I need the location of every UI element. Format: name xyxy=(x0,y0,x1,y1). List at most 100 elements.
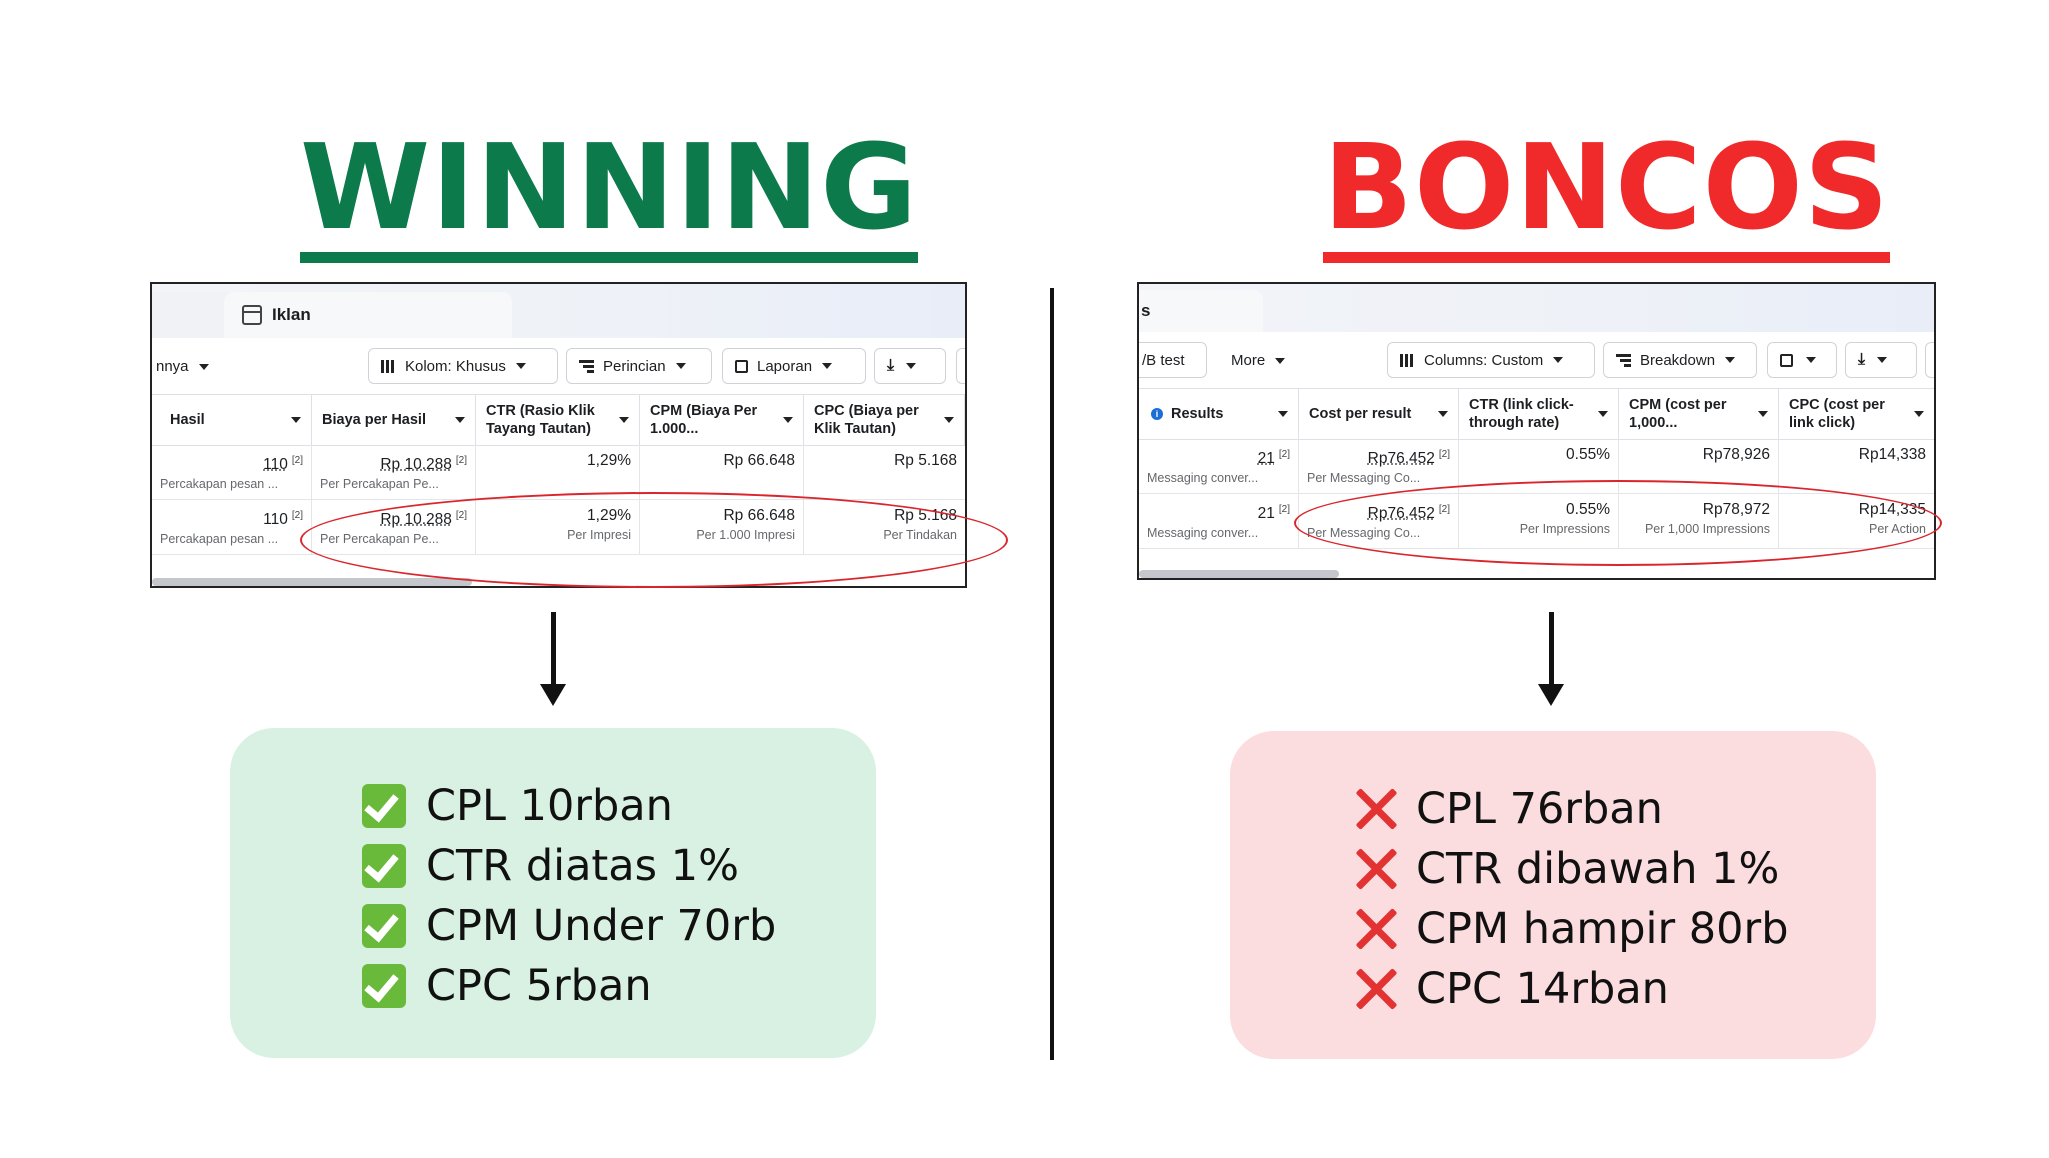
header-cost-per-result[interactable]: Cost per result xyxy=(1299,389,1459,439)
check-mark-icon xyxy=(362,964,406,1008)
reports-label: Laporan xyxy=(757,357,813,375)
boncos-point: CPL 76rban xyxy=(1230,779,1876,839)
horizontal-scrollbar[interactable] xyxy=(1139,570,1339,578)
header-ctr[interactable]: CTR (Rasio Klik Tayang Tautan) xyxy=(476,395,640,445)
header-cpm[interactable]: CPM (cost per 1,000... xyxy=(1619,389,1779,439)
cell-results: 110[2] Percakapan pesan ... xyxy=(152,445,312,499)
ab-test-button[interactable]: /B test xyxy=(1139,342,1207,378)
tab-label: Iklan xyxy=(272,305,311,324)
more-menu[interactable]: More xyxy=(1231,352,1286,369)
chevron-down-icon xyxy=(906,363,917,369)
chevron-down-icon xyxy=(822,363,833,369)
check-mark-icon xyxy=(362,844,406,888)
boncos-summary-box: CPL 76rban CTR dibawah 1% CPM hampir 80r… xyxy=(1230,731,1876,1059)
chevron-down-icon xyxy=(1806,357,1816,363)
boncos-point: CPM hampir 80rb xyxy=(1230,899,1876,959)
table-row: 21[2] Messaging conver... Rp76,452[2] Pe… xyxy=(1139,439,1934,494)
header-results[interactable]: Hasil xyxy=(152,395,312,445)
tab-bar: s xyxy=(1139,284,1934,332)
chevron-down-icon xyxy=(1914,411,1924,417)
cell-ctr: 0.55% xyxy=(1459,439,1619,493)
highlight-ellipse xyxy=(300,492,1008,588)
cell-ctr: 1,29% xyxy=(476,445,640,499)
check-mark-icon xyxy=(362,904,406,948)
winning-point: CPL 10rban xyxy=(230,776,876,836)
view-selector[interactable]: nnya xyxy=(156,358,209,375)
vertical-divider xyxy=(1050,288,1054,1060)
chevron-down-icon xyxy=(1438,411,1448,417)
winning-point: CPM Under 70rb xyxy=(230,896,876,956)
chevron-down-icon xyxy=(1725,357,1736,363)
chevron-down-icon xyxy=(1598,411,1608,417)
header-cpc[interactable]: CPC (cost per link click) xyxy=(1779,389,1934,439)
cell-results: 21[2] Messaging conver... xyxy=(1139,439,1299,493)
chevron-down-icon xyxy=(1275,357,1286,364)
header-cpm[interactable]: CPM (Biaya Per 1.000... xyxy=(640,395,804,445)
columns-icon xyxy=(1400,353,1415,367)
chevron-down-icon xyxy=(1553,357,1564,363)
breakdown-button[interactable]: Perincian xyxy=(566,348,712,384)
tab-current[interactable]: s xyxy=(1139,290,1263,332)
header-cpc[interactable]: CPC (Biaya per Klik Tautan) xyxy=(804,395,965,445)
ab-test-label: /B test xyxy=(1142,351,1185,369)
chevron-down-icon xyxy=(944,417,954,423)
winning-heading: WINNING xyxy=(300,128,919,263)
cross-mark-icon xyxy=(1354,847,1398,891)
winning-point: CTR diatas 1% xyxy=(230,836,876,896)
download-icon: ⤓ xyxy=(887,357,895,374)
columns-icon xyxy=(381,359,396,373)
horizontal-scrollbar[interactable] xyxy=(152,578,472,586)
boncos-point: CPC 14rban xyxy=(1230,959,1876,1019)
columns-label: Kolom: Khusus xyxy=(405,357,506,375)
check-mark-icon xyxy=(362,784,406,828)
tab-iklan[interactable]: Iklan xyxy=(224,292,512,338)
winning-ads-table-screenshot: Iklan nnya Kolom: Khusus Perincian Lapor… xyxy=(150,282,967,588)
columns-button[interactable]: Kolom: Khusus xyxy=(368,348,558,384)
breakdown-button[interactable]: Breakdown xyxy=(1603,342,1757,378)
cell-cpc: Rp 5.168 xyxy=(894,452,957,469)
table-header: Hasil Biaya per Hasil CTR (Rasio Klik Ta… xyxy=(152,394,965,446)
cell-results: 21[2] Messaging conver... xyxy=(1139,494,1299,548)
cross-mark-icon xyxy=(1354,907,1398,951)
toolbar: /B test More Columns: Custom Breakdown ⤓ xyxy=(1139,332,1934,388)
reports-icon xyxy=(1780,353,1793,367)
overflow-button[interactable] xyxy=(1925,342,1934,378)
winning-summary-box: CPL 10rban CTR diatas 1% CPM Under 70rb … xyxy=(230,728,876,1058)
cell-cpc: Rp14,338 xyxy=(1858,446,1926,463)
info-icon: i xyxy=(1151,408,1163,420)
cell-results: 110[2] Percakapan pesan ... xyxy=(152,500,312,554)
chevron-down-icon xyxy=(1877,357,1888,363)
cell-cpm: Rp78,926 xyxy=(1619,439,1779,493)
boncos-point: CTR dibawah 1% xyxy=(1230,839,1876,899)
header-cost-per-result[interactable]: Biaya per Hasil xyxy=(312,395,476,445)
breakdown-icon xyxy=(1616,353,1631,367)
columns-button[interactable]: Columns: Custom xyxy=(1387,342,1595,378)
breakdown-label: Perincian xyxy=(603,357,666,375)
export-button[interactable]: ⤓ xyxy=(874,348,946,384)
highlight-ellipse xyxy=(1294,480,1942,566)
view-selector-label: nnya xyxy=(156,358,189,375)
reports-button[interactable] xyxy=(1767,342,1837,378)
more-button[interactable] xyxy=(956,348,965,384)
tab-bar: Iklan xyxy=(152,284,965,338)
more-label: More xyxy=(1231,352,1266,369)
breakdown-label: Breakdown xyxy=(1640,351,1716,369)
chevron-down-icon xyxy=(455,417,465,423)
reports-icon xyxy=(735,359,748,373)
ad-icon xyxy=(242,305,262,325)
breakdown-icon xyxy=(579,359,594,373)
columns-label: Columns: Custom xyxy=(1424,351,1544,369)
chevron-down-icon xyxy=(291,417,301,423)
header-ctr[interactable]: CTR (link click-through rate) xyxy=(1459,389,1619,439)
boncos-heading: BONCOS xyxy=(1323,128,1890,263)
cell-cpm: Rp 66.648 xyxy=(640,445,804,499)
export-button[interactable]: ⤓ xyxy=(1845,342,1917,378)
chevron-down-icon xyxy=(619,417,629,423)
tab-label: s xyxy=(1141,301,1151,320)
reports-button[interactable]: Laporan xyxy=(722,348,866,384)
cross-mark-icon xyxy=(1354,787,1398,831)
chevron-down-icon xyxy=(198,363,209,370)
chevron-down-icon xyxy=(783,417,793,423)
